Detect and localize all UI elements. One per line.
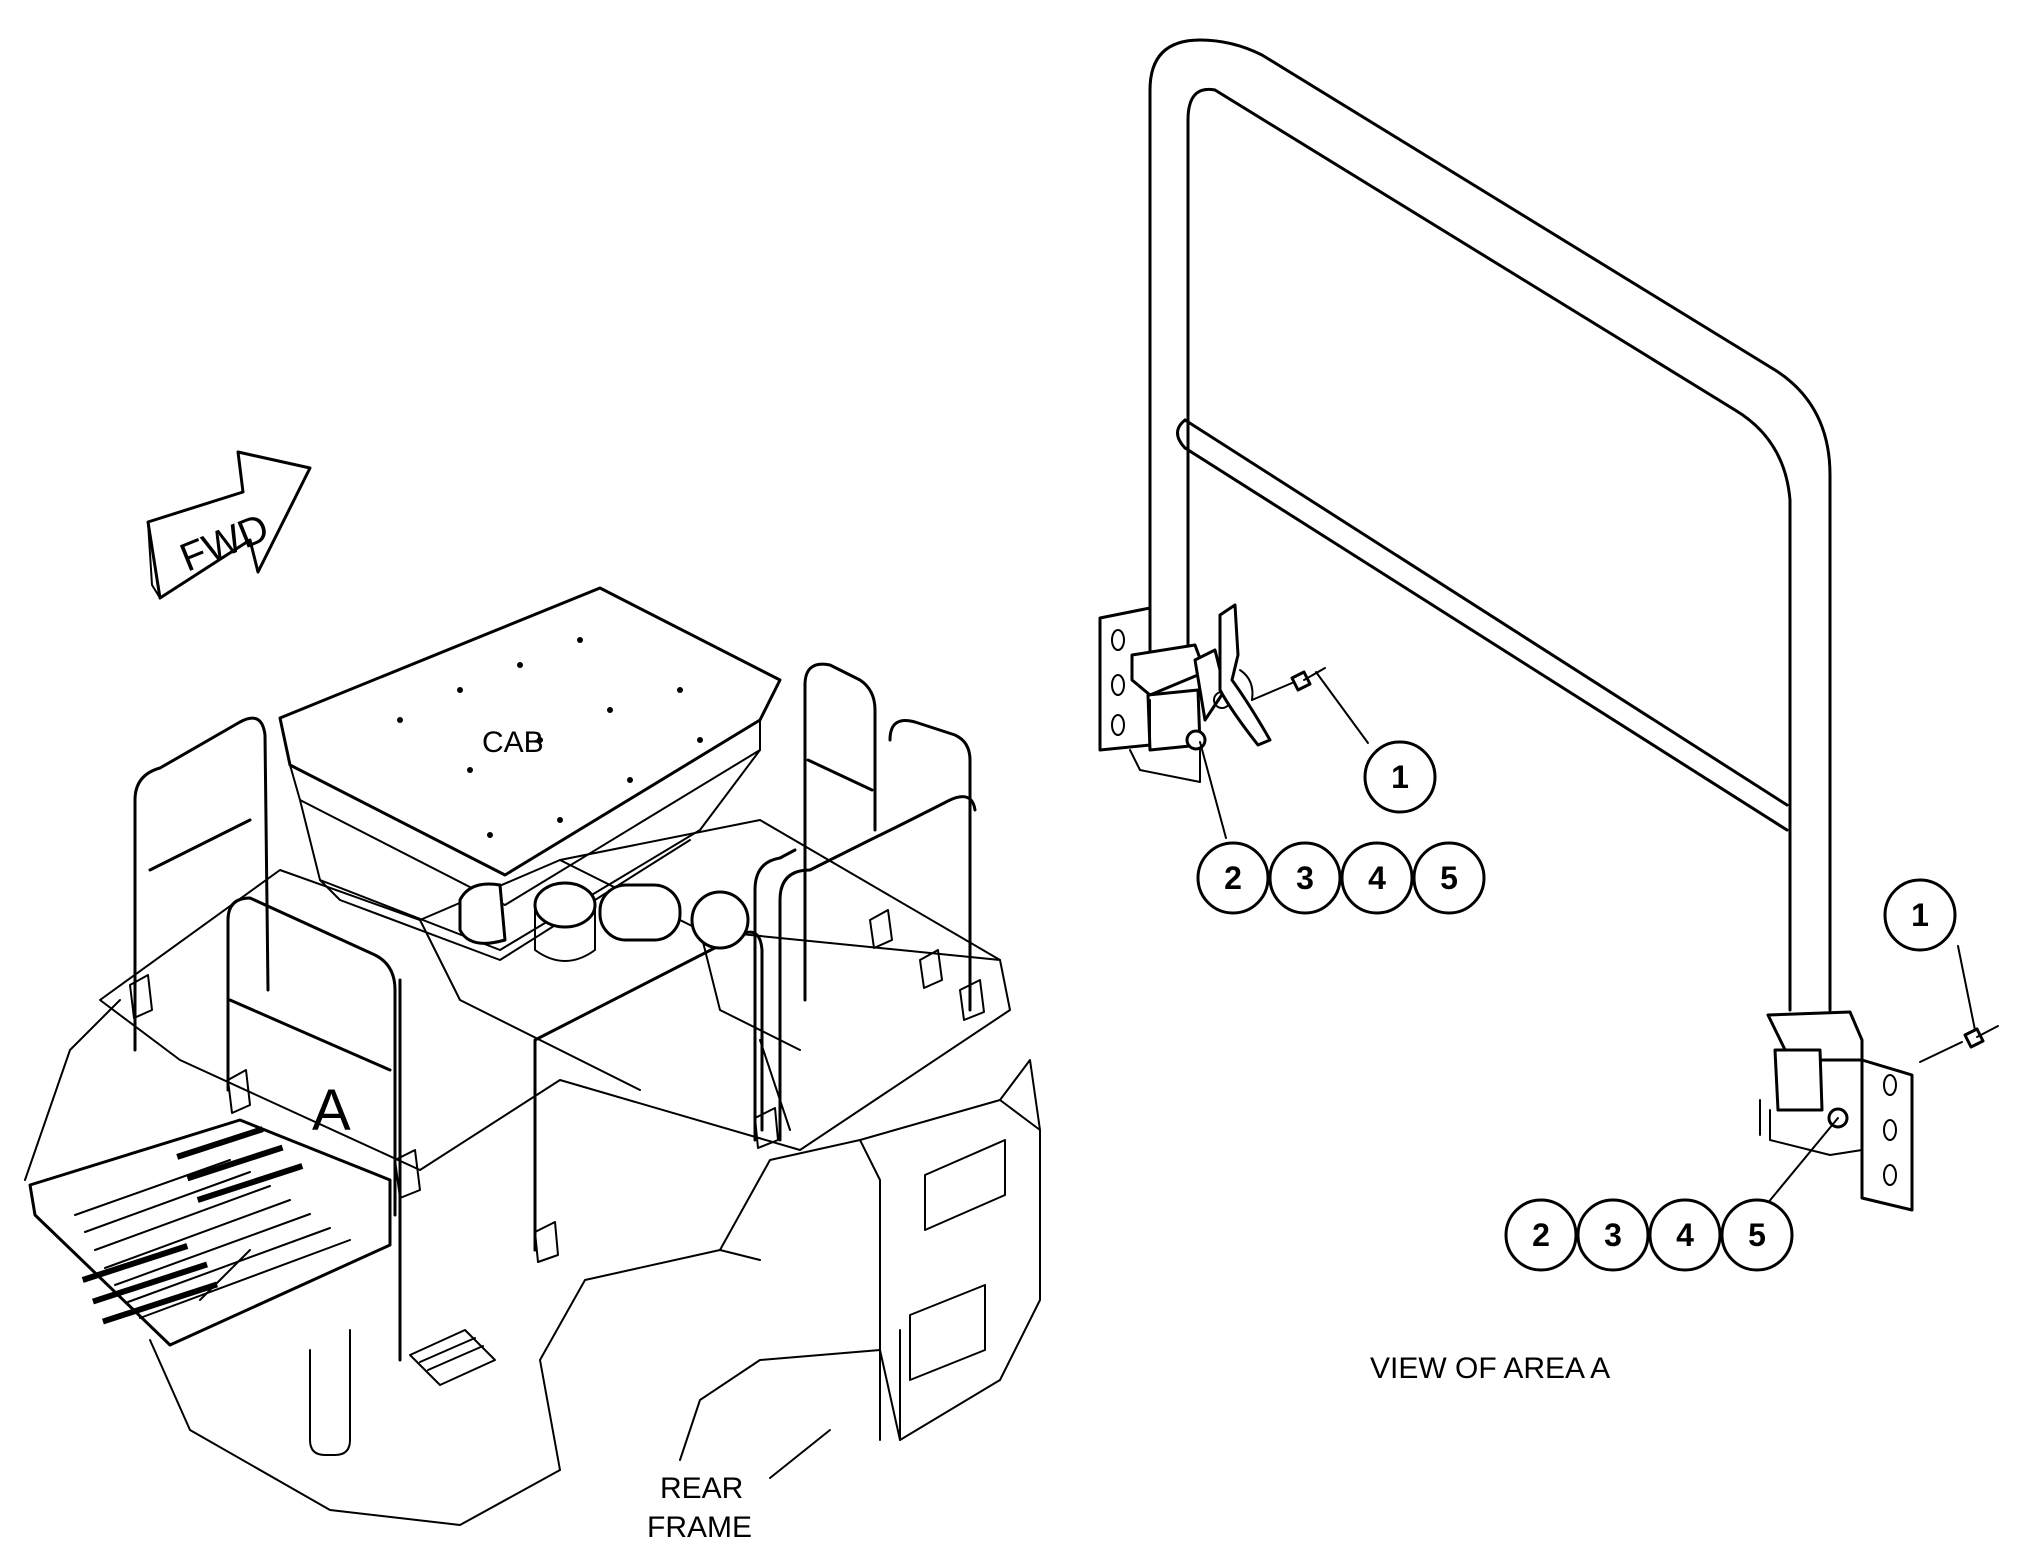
forward-arrow: FWD xyxy=(146,450,312,600)
leader-lower-1 xyxy=(1957,945,1976,1031)
rear-frame-label-line2: FRAME xyxy=(647,1511,752,1544)
machine-illustration xyxy=(24,586,1041,1526)
leader-lower-group xyxy=(1761,1117,1839,1211)
callout-lower-group: 2 3 4 5 xyxy=(1504,1198,1794,1272)
handrail-detail xyxy=(1098,38,1999,1212)
callout-upper-5: 5 xyxy=(1440,860,1458,896)
callout-upper-group: 2 3 4 5 xyxy=(1196,841,1486,915)
callout-lower-4: 4 xyxy=(1676,1217,1694,1253)
callout-upper-4: 4 xyxy=(1368,860,1386,896)
callout-upper-1: 1 xyxy=(1363,740,1437,814)
rear-frame-leader xyxy=(769,1429,831,1479)
callout-lower-3: 3 xyxy=(1604,1217,1622,1253)
leader-upper-group xyxy=(1199,741,1227,839)
area-a-label: A xyxy=(312,1078,351,1143)
callout-upper-3: 3 xyxy=(1296,860,1314,896)
callout-lower-1: 1 xyxy=(1883,878,1957,952)
callout-lower-5: 5 xyxy=(1748,1217,1766,1253)
svg-text:1: 1 xyxy=(1391,759,1409,795)
leader-upper-1 xyxy=(1315,671,1369,744)
rear-frame-label-line1: REAR xyxy=(660,1472,743,1505)
callout-lower-2: 2 xyxy=(1532,1217,1550,1253)
view-caption: VIEW OF AREA A xyxy=(1370,1352,1610,1385)
callout-upper-2: 2 xyxy=(1224,860,1242,896)
svg-text:1: 1 xyxy=(1911,897,1929,933)
cab-label: CAB xyxy=(482,726,544,759)
